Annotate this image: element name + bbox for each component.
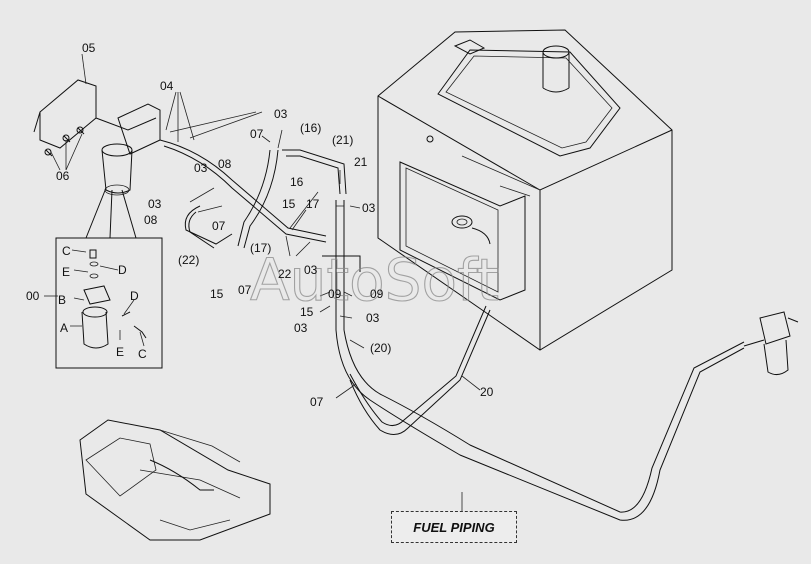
callout-21-paren: (21) [332,133,353,147]
inset-label-c: C [62,244,71,258]
callout-22-paren: (22) [178,253,199,267]
callout-17: 17 [306,197,320,211]
callout-15: 15 [300,305,314,319]
callout-16: 16 [290,175,304,189]
callout-21: 21 [354,155,368,169]
callout-09: 09 [370,287,384,301]
callout-09: 09 [328,287,342,301]
callout-07: 07 [238,283,252,297]
filter-bracket [33,79,161,196]
callout-15: 15 [282,197,296,211]
leader-lines [44,53,481,512]
callout-03: 03 [274,107,288,121]
callout-03: 03 [366,311,380,325]
inset-label-d: D [118,263,127,277]
diagram-title: FUEL PIPING [391,511,517,543]
callout-08: 08 [218,157,232,171]
callout-17-paren: (17) [250,241,271,255]
inset-labels: C E D B A D E C [58,244,147,361]
callout-03: 03 [194,161,208,175]
inset-label-b: B [58,293,66,307]
callout-07: 07 [250,127,264,141]
callout-labels: 05 04 06 03 07 (16) (21) 21 16 08 03 03 … [26,41,494,409]
callout-03: 03 [294,321,308,335]
callout-06: 06 [56,169,70,183]
callout-20-paren: (20) [370,341,391,355]
inset-label-a: A [60,321,68,335]
callout-00: 00 [26,289,40,303]
callout-08: 08 [144,213,158,227]
callout-15: 15 [210,287,224,301]
inset-label-e: E [116,345,124,359]
fuel-lines [159,139,745,521]
callout-03: 03 [148,197,162,211]
inset-label-e: E [62,265,70,279]
callout-04: 04 [160,79,174,93]
callout-22: 22 [278,267,292,281]
machine-view [79,419,271,541]
callout-20: 20 [480,385,494,399]
callout-03: 03 [362,201,376,215]
callout-03: 03 [304,263,318,277]
fuel-tank [377,29,673,351]
inset-label-d: D [130,289,139,303]
callout-16-paren: (16) [300,121,321,135]
inset-detail [55,187,163,369]
remote-filter [743,311,799,376]
inset-label-c: C [138,347,147,361]
callout-07: 07 [212,219,226,233]
callout-07: 07 [310,395,324,409]
watermark-text: AutoSoft [250,246,499,314]
callout-05: 05 [82,41,96,55]
